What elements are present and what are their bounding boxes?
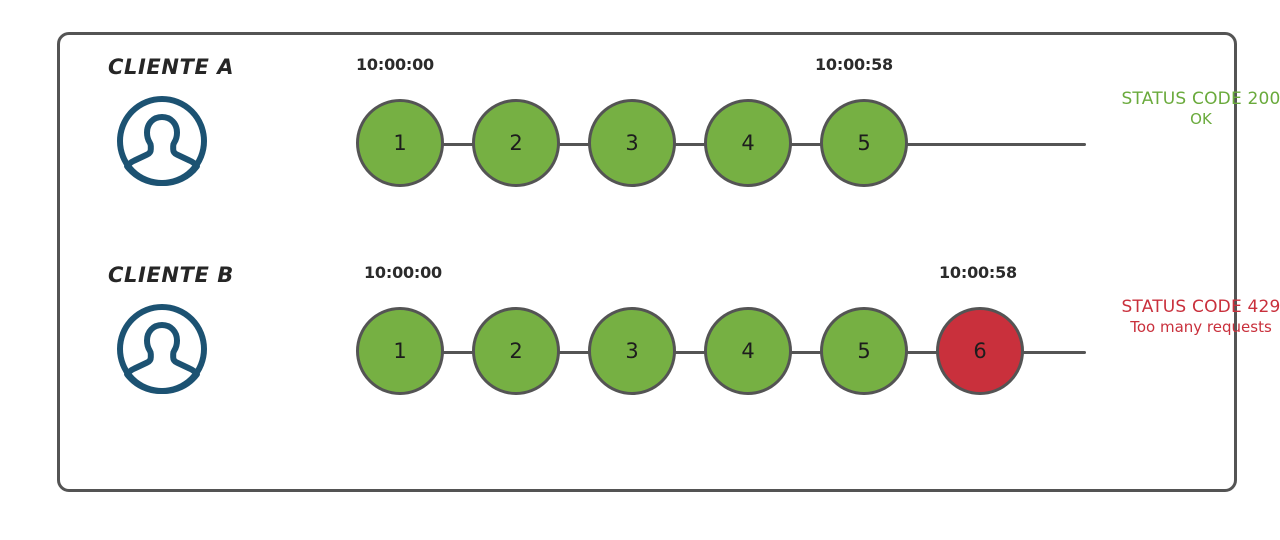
timestamp-row: 10:00:00 10:00:58: [296, 263, 1234, 293]
timestamp-row: 10:00:00 10:00:58: [296, 55, 1234, 85]
request-node-6[interactable]: 6: [936, 307, 1024, 395]
status-detail-text: Too many requests: [1130, 317, 1272, 336]
request-node-3[interactable]: 3: [588, 99, 676, 187]
request-node-2[interactable]: 2: [472, 307, 560, 395]
timestamp: 10:00:00: [356, 55, 434, 74]
timestamp: 10:00:00: [364, 263, 442, 282]
client-label: CLIENTE B: [108, 263, 234, 287]
request-node-5[interactable]: 5: [820, 307, 908, 395]
request-node-2[interactable]: 2: [472, 99, 560, 187]
request-node-3[interactable]: 3: [588, 307, 676, 395]
client-identity-cliente-a: CLIENTE A: [100, 55, 320, 189]
status-detail-text: OK: [1190, 109, 1212, 128]
status-code-text: STATUS CODE 200: [1121, 89, 1280, 109]
request-node-4[interactable]: 4: [704, 99, 792, 187]
status-code-text: STATUS CODE 429: [1121, 297, 1280, 317]
request-node-5[interactable]: 5: [820, 99, 908, 187]
user-circle-icon: [100, 93, 320, 189]
request-node-1[interactable]: 1: [356, 307, 444, 395]
request-node-4[interactable]: 4: [704, 307, 792, 395]
timestamp: 10:00:58: [815, 55, 893, 74]
client-label: CLIENTE A: [108, 55, 235, 79]
user-circle-icon: [100, 301, 320, 397]
client-identity-cliente-b: CLIENTE B: [100, 263, 320, 397]
timestamp: 10:00:58: [939, 263, 1017, 282]
request-node-1[interactable]: 1: [356, 99, 444, 187]
